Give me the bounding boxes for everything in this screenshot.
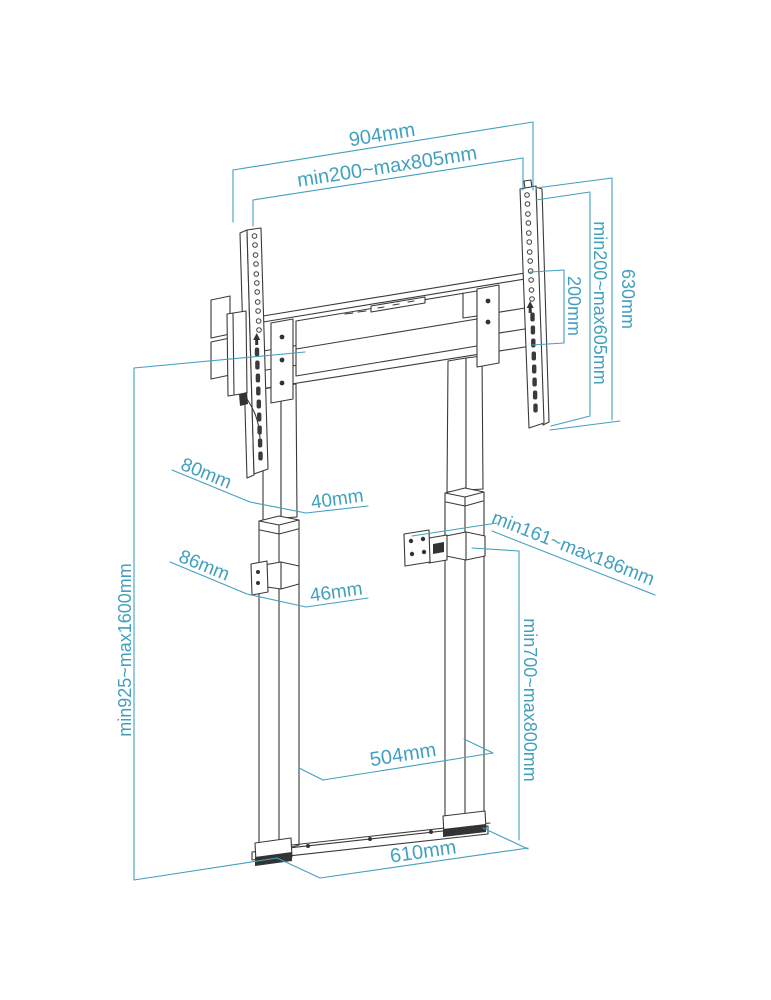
left-clamp-bracket bbox=[250, 560, 300, 596]
dim-700-800: min700~max800mm bbox=[471, 547, 540, 850]
dim-200: 200mm bbox=[529, 269, 584, 346]
dim-925-1600: min925~max1600mm bbox=[115, 351, 306, 881]
dim-605-label: min200~max605mm bbox=[590, 221, 610, 385]
dim-161-186-label: min161~max186mm bbox=[489, 507, 657, 590]
dim-805: min200~max805mm bbox=[252, 142, 524, 227]
floor-base bbox=[251, 810, 491, 866]
dim-46-label: 46mm bbox=[309, 578, 364, 606]
cable bbox=[246, 398, 261, 439]
crossbar-assembly bbox=[210, 271, 532, 404]
dim-630: 630mm bbox=[535, 177, 638, 431]
right-column bbox=[444, 355, 485, 827]
dim-605: min200~max605mm bbox=[535, 191, 610, 427]
right-end-bracket bbox=[476, 284, 500, 368]
wall-bracket bbox=[403, 529, 486, 567]
dim-200-label: 200mm bbox=[564, 276, 584, 336]
dim-80-label: 80mm bbox=[178, 454, 235, 493]
up-arrow-icon bbox=[253, 333, 261, 340]
right-vesa-rail bbox=[519, 179, 550, 429]
left-vesa-rail bbox=[226, 227, 269, 479]
dim-86-label: 86mm bbox=[176, 546, 233, 585]
up-arrow-icon bbox=[526, 301, 534, 308]
dim-504-label: 504mm bbox=[368, 739, 437, 771]
dim-630-label: 630mm bbox=[618, 269, 638, 329]
dim-700-800-label: min700~max800mm bbox=[520, 618, 540, 782]
dim-40-label: 40mm bbox=[310, 485, 365, 513]
dim-805-label: min200~max805mm bbox=[296, 142, 479, 192]
dim-925-1600-label: min925~max1600mm bbox=[115, 563, 135, 737]
side-spacer-box bbox=[226, 310, 248, 397]
left-column bbox=[258, 383, 300, 852]
